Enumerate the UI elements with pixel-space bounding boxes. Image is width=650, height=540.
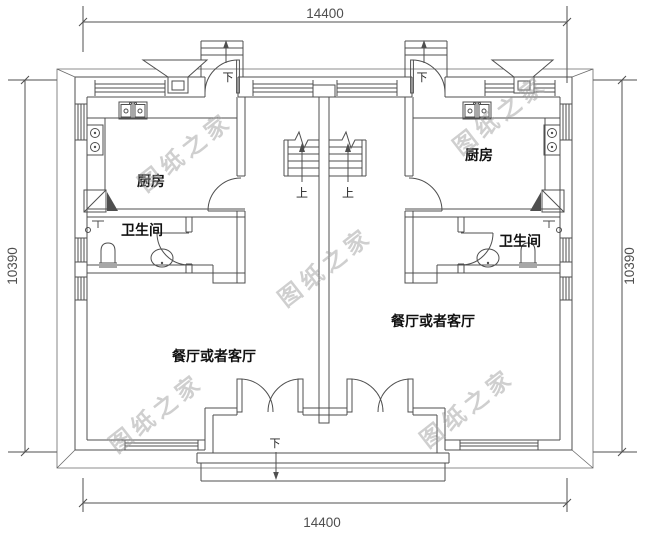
bathroom-left-toilet [99,242,117,268]
dimension-right: 10390 [622,247,637,285]
stair-right-up-label: 上 [342,186,354,200]
entry-recess: 下 [196,378,450,482]
back-porch-left-steps [200,40,244,77]
windows [75,80,572,450]
entry-down-arrow-head [273,472,279,480]
dimension-bottom: 14400 [303,515,341,530]
watermark-text: 图纸之家 [273,222,377,311]
eave-outline [56,68,594,469]
back-porch-right: 下 [404,40,448,94]
stair-left-up-label: 上 [296,186,308,200]
kitchen-left-counter [87,117,237,190]
bathroom-right-basin [476,248,500,268]
bathroom-left-basin [150,248,174,268]
flue-canopy-left [141,59,209,94]
stair-right-arrow-head [345,143,351,152]
party-wall [312,84,336,415]
living-left-label: 餐厅或者客厅 [171,348,256,364]
bathroom-right-label: 卫生间 [499,233,541,249]
entry-recess-walls [204,407,446,453]
back-porch-left-arrow-head [223,40,229,48]
entry-down-label: 下 [270,438,281,450]
dimension-top: 14400 [306,6,344,21]
back-porch-right-arrow-head [421,40,427,48]
kitchen-right-corner-unit [530,189,565,213]
back-porch-left: 下 [200,40,244,94]
flue-canopy-right-roof [490,59,555,78]
kitchen-right-label: 厨房 [465,147,493,163]
back-door-left-swing [204,59,239,94]
entry-door-right-leaf-a [346,378,353,413]
kitchen-left: 厨房 [83,101,237,213]
kitchen-right: 厨房 [413,101,565,213]
entry-door-left-leaf-a [236,378,243,413]
living-right-label: 餐厅或者客厅 [390,313,475,329]
window-glazing-bottom [124,440,539,450]
entry-door-left-leaf-b [297,378,304,413]
bathroom-right-shower-symbol [543,220,562,233]
kitchen-left-sink [118,101,148,120]
flue-right-inner [517,80,531,91]
flue-left-inner [171,80,185,91]
watermark-text: 图纸之家 [133,107,237,196]
back-porch-right-steps [404,40,448,77]
kitchen-left-label: 厨房 [137,173,165,189]
flue-canopy-right [490,59,555,94]
interior-walls-left [87,97,246,284]
entry-door-left-swings [239,378,302,413]
entry-door-right-leaf-b [407,378,414,413]
stair-left-arrow-head [299,143,305,152]
back-door-left-down-label: 下 [223,72,234,84]
kitchen-left-corner-unit [83,189,118,213]
staircase-left: 上 [283,130,319,200]
bathroom-left: 卫生间 [85,220,174,268]
bathroom-right-door [460,232,494,266]
staircase-right: 上 [329,130,367,200]
party-wall-cap-block [312,84,336,98]
dimension-lines [8,6,637,512]
entry-door-right [346,378,414,413]
party-wall-lines [318,97,330,415]
dimension-left: 10390 [5,247,20,285]
dimension-annotations: 14400 14400 10390 10390 [5,6,637,530]
entry-steps [196,452,450,482]
bathroom-right: 卫生间 [476,220,562,268]
kitchen-right-stove [543,124,561,156]
watermarks: 图纸之家 图纸之家 图纸之家 图纸之家 图纸之家 [104,70,552,457]
kitchen-right-sink [462,101,492,120]
entry-door-left [236,378,304,413]
bathroom-right-toilet [519,242,537,268]
window-glazing-left [75,103,87,301]
kitchen-left-stove [86,124,104,156]
back-door-right-swing [411,59,446,94]
kitchen-right-counter [413,117,560,190]
interior-wall-lines-left [87,97,246,284]
watermark-text: 图纸之家 [104,368,208,457]
flue-canopy-left-roof [141,59,209,78]
bathroom-left-door [156,232,190,266]
flue-left-outer [167,76,189,94]
interior-walls-right [404,97,560,284]
kitchen-right-door [408,177,443,212]
interior-wall-lines-right [404,97,560,284]
back-door-right-down-label: 下 [417,72,428,84]
kitchen-left-door [207,177,242,212]
entry-door-right-swings [349,378,412,413]
bathroom-left-shower-symbol [85,220,104,233]
bathroom-left-label: 卫生间 [121,222,163,238]
window-glazing-right [560,103,572,301]
